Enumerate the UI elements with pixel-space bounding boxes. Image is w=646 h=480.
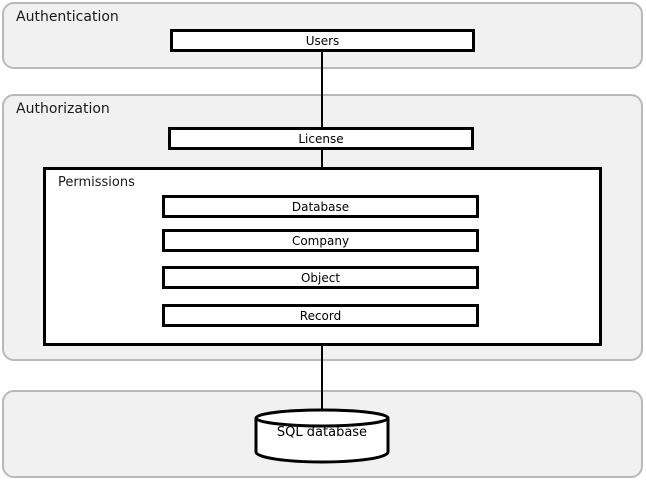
permission-database-box: Database — [162, 195, 479, 218]
permissions-title: Permissions — [58, 175, 135, 190]
database-cylinder-icon — [254, 408, 390, 464]
permission-record-box: Record — [162, 304, 479, 327]
authentication-title: Authentication — [16, 9, 119, 25]
database-label: SQL database — [276, 425, 368, 440]
connector-users-license — [321, 51, 323, 128]
connector-license-permissions — [321, 148, 323, 169]
connector-permissions-database — [321, 344, 323, 410]
permission-company-box: Company — [162, 229, 479, 252]
license-box: License — [168, 127, 474, 150]
authorization-title: Authorization — [16, 101, 110, 117]
users-box: Users — [170, 29, 475, 52]
permission-object-box: Object — [162, 266, 479, 289]
